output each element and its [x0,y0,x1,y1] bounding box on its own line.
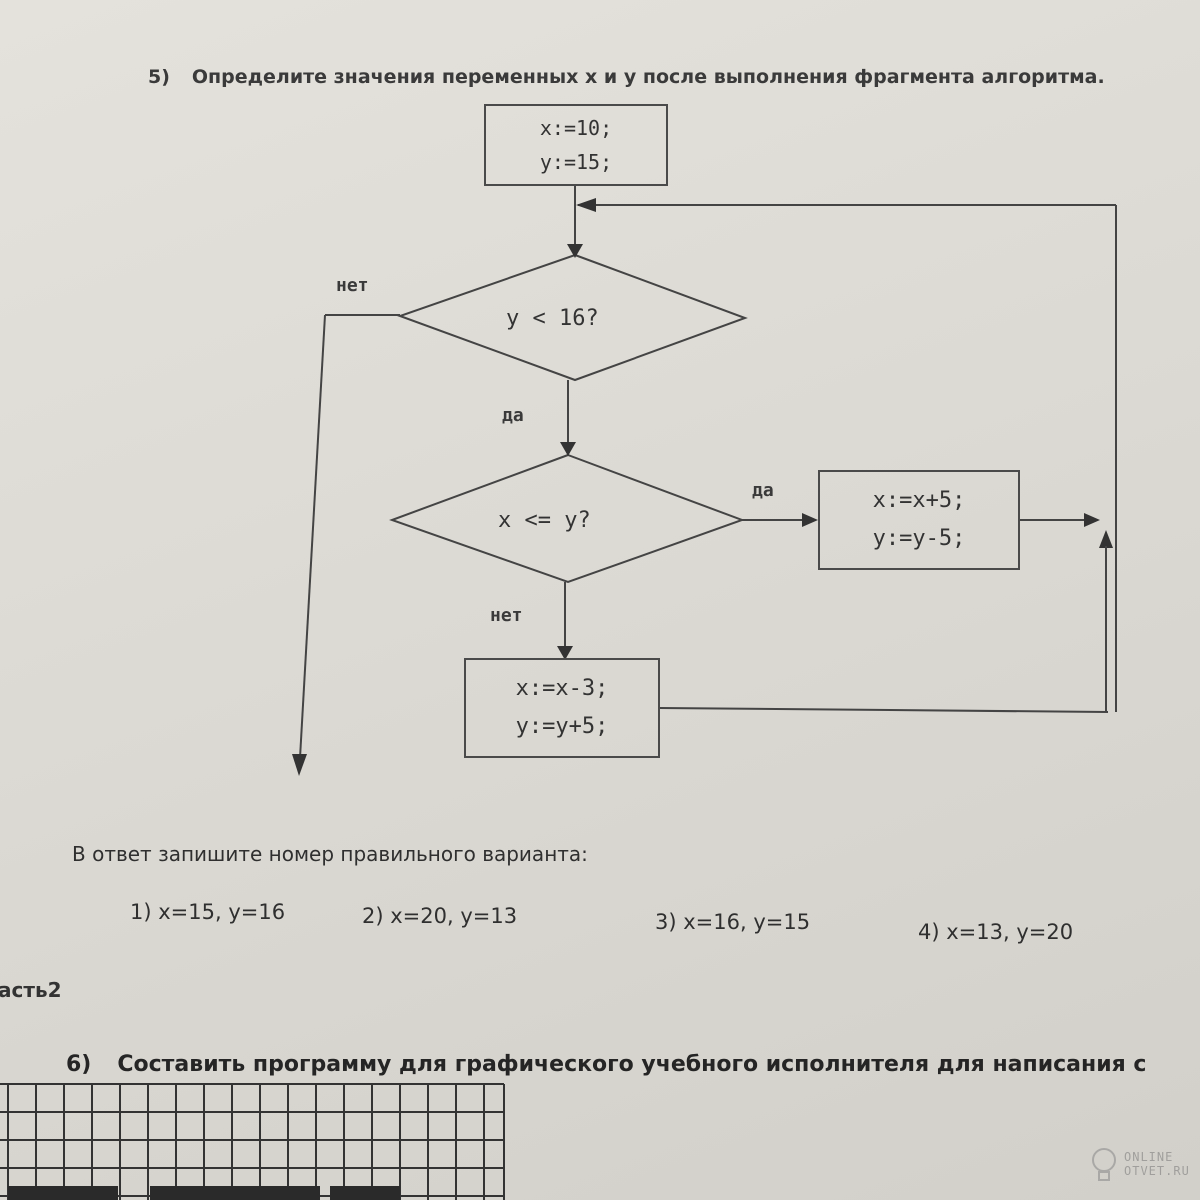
arrow-head-into-cond2 [560,442,576,456]
init-line-y: y:=15; [539,150,613,174]
condition1-no-label: нет [336,275,369,296]
arrow-head-yes-to-loop [1084,513,1100,527]
watermark-line2: OTVET.RU [1124,1164,1190,1178]
arrow-head-exit [292,754,307,776]
answer-option-2: 2) x=20, y=13 [362,904,518,928]
watermark-text: ONLINE OTVET.RU [1124,1150,1190,1178]
task6-number: 6) [66,1052,92,1077]
arrow-head-into-no-box [557,646,573,660]
task6-text: Составить программу для графического уче… [117,1052,1147,1077]
no-action-line-x: x:=x-3; [515,676,609,701]
init-line-x: x:=10; [539,116,613,140]
answer-option-4: 4) x=13, y=20 [918,920,1074,944]
answer-prompt: В ответ запишите номер правильного вариа… [72,842,588,866]
watermark-line1: ONLINE [1124,1150,1174,1164]
lightbulb-icon [1092,1148,1116,1181]
arrow-head-no-to-loop [1099,530,1113,548]
yes-action-line-x: x:=x+5; [872,488,966,513]
init-box: x:=10; y:=15; [484,104,668,186]
part2-heading: асть2 [0,978,62,1002]
arrow-head-loop-return [576,198,596,212]
flow-line-nobox-out [659,707,1109,713]
task6-question: 6) Составить программу для графического у… [66,1052,1146,1077]
task5-text: Определите значения переменных x и y пос… [191,66,1105,88]
yes-action-line-y: y:=y-5; [872,526,966,551]
condition2-no-label: нет [490,605,523,626]
flow-line-cond1-no-down [299,314,326,759]
condition1-yes-label: да [502,405,524,426]
yes-action-box: x:=x+5; y:=y-5; [818,470,1020,570]
task5-question: 5) Определите значения переменных x и y п… [148,66,1105,88]
condition1-text: y < 16? [506,306,599,331]
condition2-yes-label: да [752,480,774,501]
no-action-line-y: y:=y+5; [515,714,609,739]
task5-number: 5) [148,66,170,88]
diamond-condition1 [397,253,748,382]
drawing-grid [0,1083,505,1200]
answer-option-1: 1) x=15, y=16 [130,900,286,924]
no-action-box: x:=x-3; y:=y+5; [464,658,660,758]
arrow-head-into-yes-box [802,513,818,527]
arrow-head-into-cond1 [567,244,583,258]
condition2-text: x <= y? [498,508,591,533]
diamond-condition2 [389,453,745,584]
answer-option-3: 3) x=16, y=15 [655,910,811,934]
